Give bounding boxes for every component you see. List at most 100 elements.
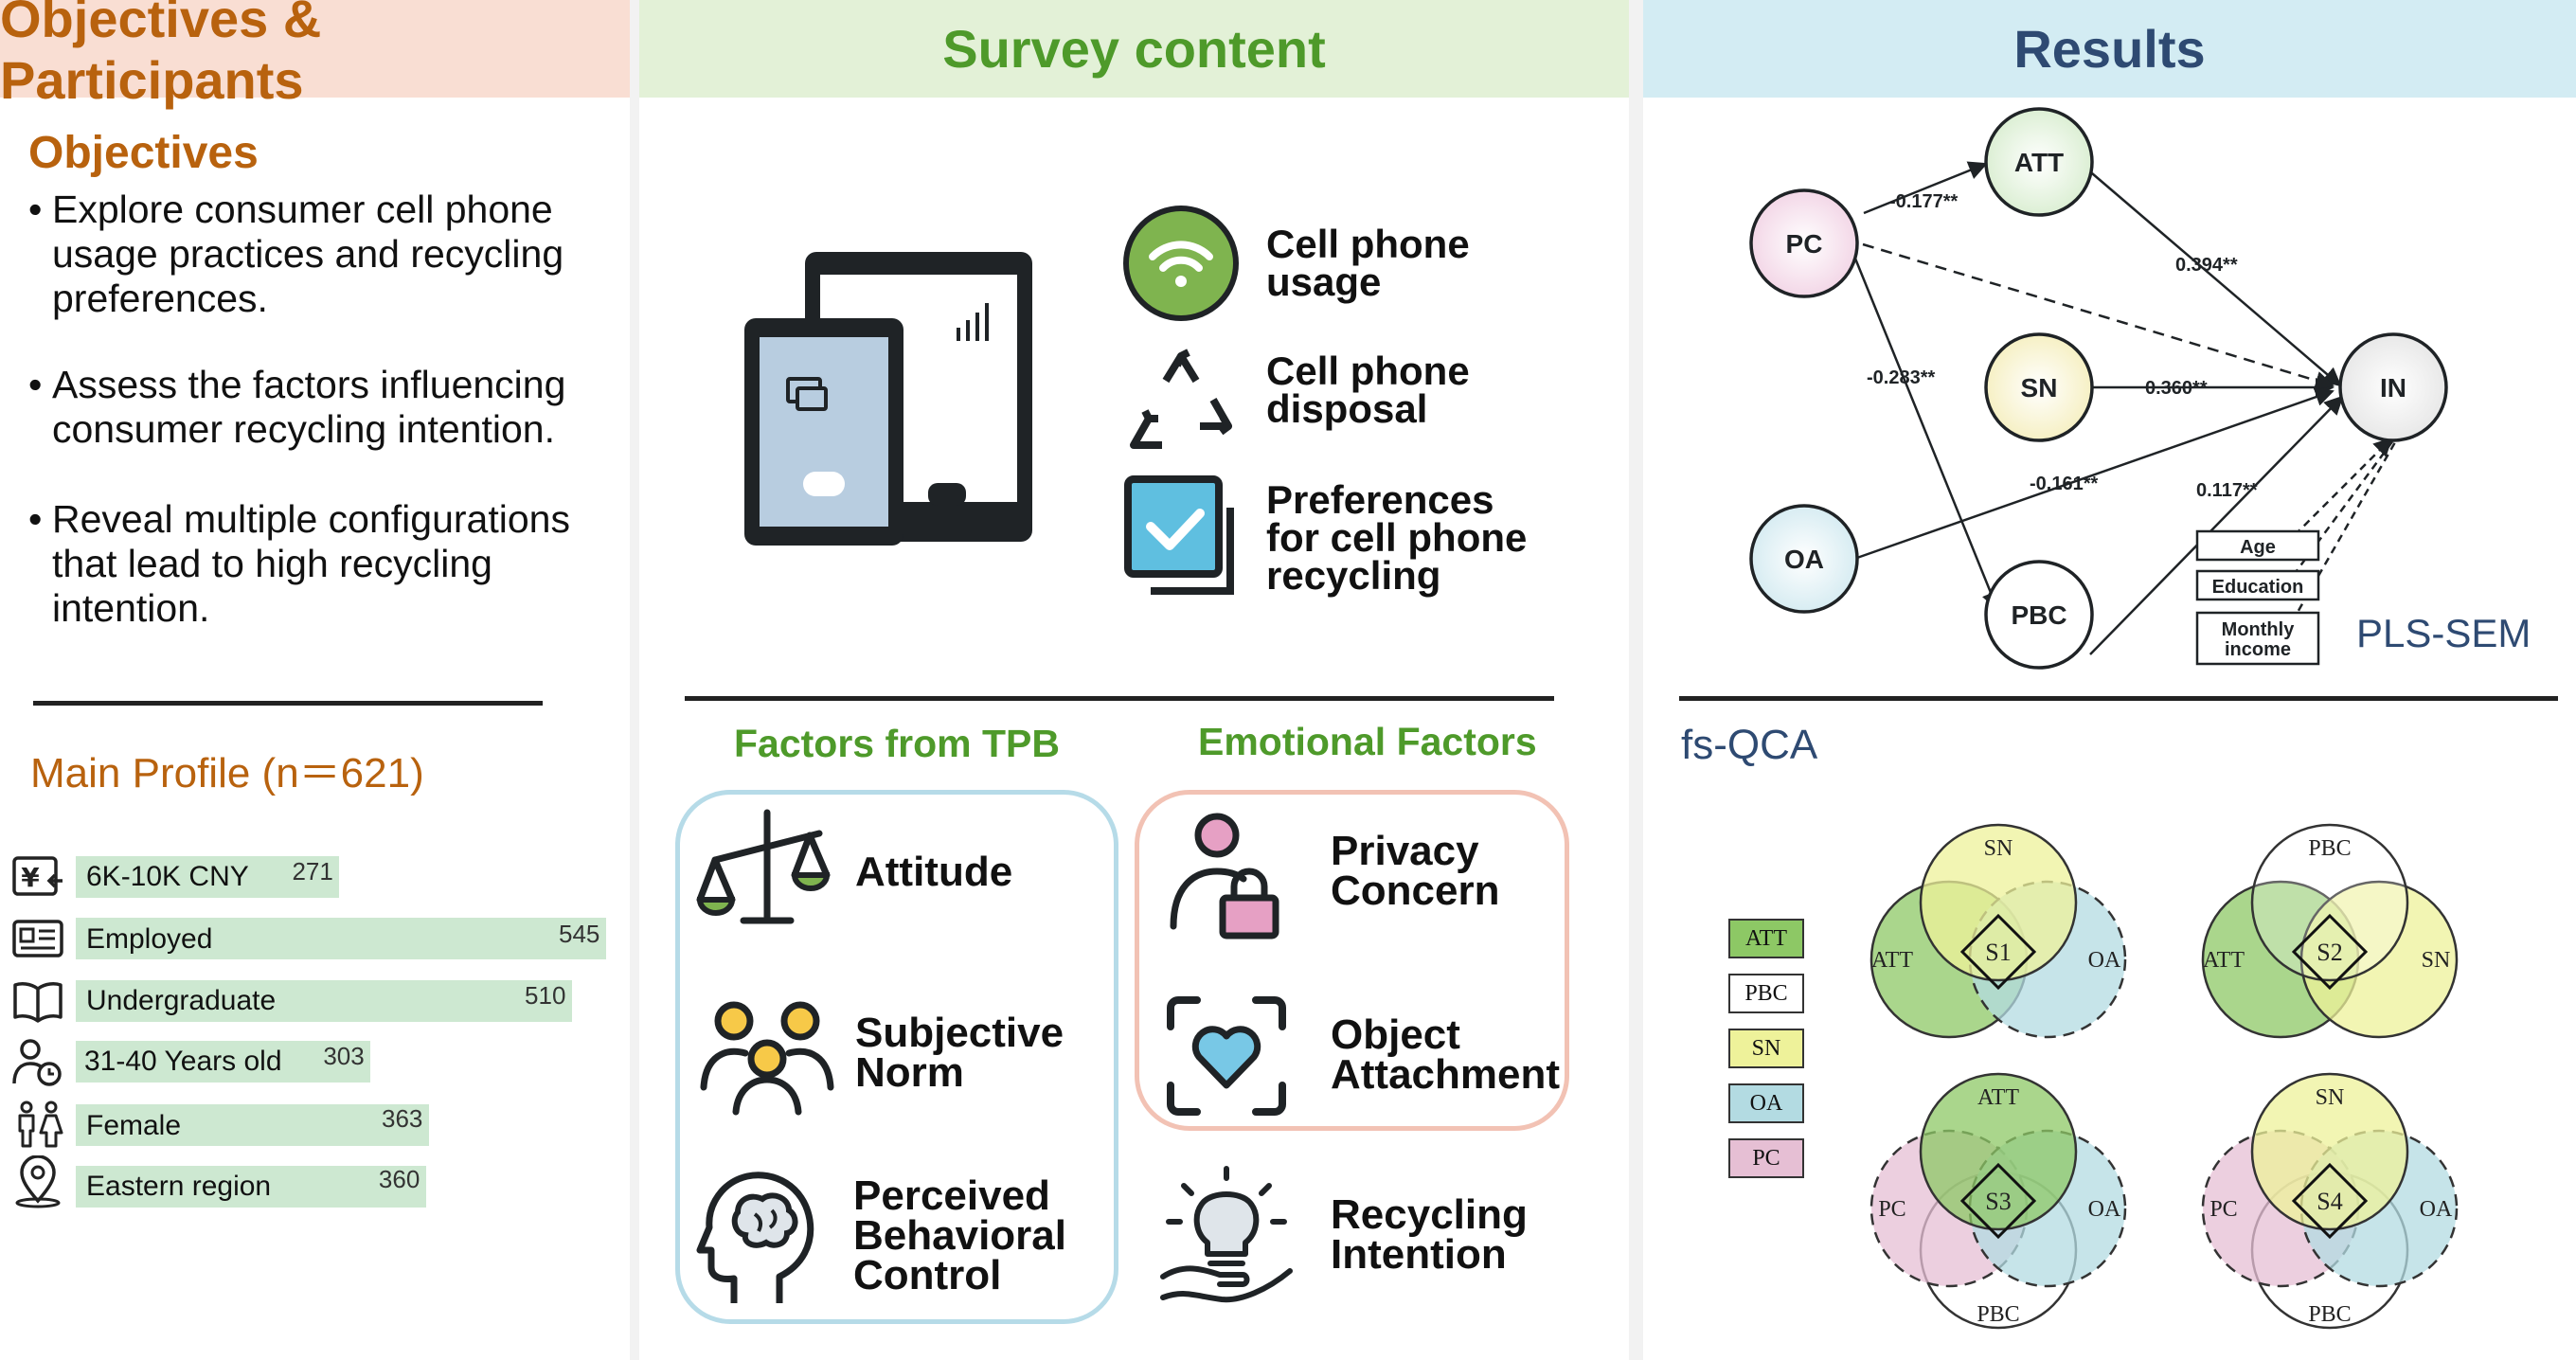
legend-item-pbc: PBC bbox=[1728, 974, 1804, 1013]
venn-label-top: SN bbox=[2316, 1085, 2345, 1110]
control-monthly: Monthly bbox=[2222, 619, 2296, 640]
path-control-in bbox=[2283, 441, 2397, 635]
people-group-icon bbox=[700, 1001, 834, 1116]
node-att-circle bbox=[1984, 107, 2094, 217]
tpb-box bbox=[675, 790, 1118, 1324]
divider bbox=[1679, 696, 2558, 701]
yuan-card-icon: ¥ bbox=[12, 856, 63, 896]
node-sn: SN bbox=[2021, 373, 2058, 403]
path-pc-pbc bbox=[1852, 253, 2000, 611]
path-pc-in-dashed bbox=[1862, 242, 2334, 390]
factor-pbc: Perceived Behavioral Control bbox=[853, 1172, 1066, 1298]
node-in-circle bbox=[2338, 332, 2448, 442]
venn-label-left: PC bbox=[2209, 1197, 2237, 1222]
factor-subjective-norm: Subjective Norm bbox=[855, 1010, 1064, 1096]
path-oa-in bbox=[1853, 387, 2334, 561]
node-oa-circle bbox=[1749, 504, 1859, 614]
profile-bar bbox=[76, 1104, 429, 1146]
cell-phones-icon bbox=[744, 252, 1032, 546]
profile-bar bbox=[76, 1041, 371, 1083]
node-pc-circle bbox=[1749, 188, 1859, 298]
male-female-icon bbox=[18, 1101, 63, 1148]
divider bbox=[685, 696, 1554, 701]
venn-label-left: PC bbox=[1878, 1197, 1905, 1222]
venn-label-top: PBC bbox=[2308, 836, 2351, 861]
profile-bar-value: 510 bbox=[525, 981, 566, 1010]
profile-title: Main Profile (n＝621) bbox=[30, 750, 424, 796]
profile-bar bbox=[76, 980, 573, 1022]
pls-sem-label: PLS-SEM bbox=[2356, 611, 2531, 655]
control-box bbox=[2195, 569, 2320, 601]
coef-pc-att: -0.177** bbox=[1889, 191, 1958, 212]
id-card-icon bbox=[12, 920, 63, 957]
results-header: Results bbox=[1643, 0, 2576, 98]
venn-core-diamond bbox=[2291, 1162, 2369, 1240]
wifi-icon bbox=[1123, 206, 1239, 321]
pls-sem-diagram: -0.177** 0.394** -0.283** 0.360** -0.161… bbox=[1749, 107, 2448, 670]
coef-pbc-in: 0.117** bbox=[2196, 480, 2258, 501]
factor-recycling-intention: Recycling Intention bbox=[1331, 1191, 1528, 1278]
profile-bar-value: 363 bbox=[381, 1104, 423, 1133]
venn-label-top: ATT bbox=[1977, 1085, 2019, 1110]
venn-label-left: ATT bbox=[1871, 948, 1913, 973]
tpb-title: Factors from TPB bbox=[734, 722, 1060, 765]
profile-bar-value: 545 bbox=[559, 920, 600, 948]
survey-item-usage: Cell phone usage bbox=[1266, 222, 1470, 304]
profile-bar-label: Female bbox=[86, 1110, 182, 1141]
control-box bbox=[2195, 611, 2320, 666]
venn-label-right: OA bbox=[2088, 1197, 2121, 1222]
node-pbc: PBC bbox=[2011, 600, 2066, 630]
objectives-title: Objectives bbox=[28, 128, 259, 178]
venn-solution-label: S1 bbox=[1985, 939, 2011, 966]
location-pin-icon bbox=[15, 1155, 61, 1208]
legend-item-sn: SN bbox=[1728, 1029, 1804, 1068]
venn-solution-label: S4 bbox=[2317, 1188, 2342, 1215]
venn-circle-sn bbox=[2250, 1072, 2409, 1231]
open-book-icon bbox=[13, 982, 63, 1023]
node-oa: OA bbox=[1784, 545, 1824, 574]
profile-bar bbox=[76, 1166, 426, 1208]
recycle-icon bbox=[1130, 349, 1232, 449]
survey-content-panel: Survey content Cell phone usage Cell pho… bbox=[639, 0, 1629, 1360]
emotional-title: Emotional Factors bbox=[1198, 720, 1537, 763]
path-att-in bbox=[2091, 172, 2342, 387]
legend-item-oa: OA bbox=[1728, 1083, 1804, 1123]
profile-bar-value: 303 bbox=[323, 1042, 365, 1070]
venn-label-right: OA bbox=[2420, 1197, 2453, 1222]
factor-privacy-concern: Privacy Concern bbox=[1331, 828, 1500, 914]
control-education: Education bbox=[2212, 577, 2304, 598]
node-sn-circle bbox=[1984, 332, 2094, 442]
profile-bar-value: 360 bbox=[378, 1165, 420, 1193]
profile-bar-label: Employed bbox=[86, 923, 213, 955]
factor-object-attachment: Object Attachment bbox=[1331, 1011, 1561, 1098]
path-pc-att bbox=[1863, 161, 1988, 215]
svg-text:¥: ¥ bbox=[21, 862, 40, 893]
venn-circle-pbc bbox=[2250, 823, 2409, 982]
objective-bullet-1: •Explore consumer cell phone usage pract… bbox=[28, 188, 564, 320]
profile-bar-label: 31-40 Years old bbox=[84, 1046, 282, 1077]
survey-item-disposal: Cell phone disposal bbox=[1266, 349, 1470, 431]
factor-attitude: Attitude bbox=[855, 849, 1013, 895]
node-pc: PC bbox=[1786, 229, 1823, 259]
divider bbox=[33, 701, 543, 706]
profile-bar bbox=[76, 918, 606, 959]
venn-label-left: ATT bbox=[2203, 948, 2245, 973]
control-age: Age bbox=[2240, 537, 2276, 558]
path-pbc-in bbox=[2089, 395, 2344, 655]
venn-label-top: SN bbox=[1984, 836, 2013, 861]
survey-content-header: Survey content bbox=[639, 0, 1629, 98]
objective-bullet-2: •Assess the factors influencing consumer… bbox=[28, 363, 566, 451]
venn-label-right: OA bbox=[2088, 948, 2121, 973]
node-att: ATT bbox=[2014, 148, 2064, 177]
coef-att-in: 0.394** bbox=[2175, 255, 2238, 276]
legend-item-att: ATT bbox=[1728, 919, 1804, 958]
person-clock-icon bbox=[12, 1039, 62, 1086]
heart-scan-icon bbox=[1167, 996, 1286, 1116]
profile-bar bbox=[76, 856, 340, 898]
path-control-in bbox=[2283, 439, 2395, 587]
objectives-participants-panel: Objectives & Participants Objectives •Ex… bbox=[0, 0, 630, 1360]
venn-label-bottom: PBC bbox=[1977, 1302, 2019, 1327]
profile-bar-label: 6K-10K CNY bbox=[86, 861, 249, 892]
venn-circle-sn bbox=[1919, 823, 2078, 982]
checkbox-icon bbox=[1124, 475, 1234, 595]
